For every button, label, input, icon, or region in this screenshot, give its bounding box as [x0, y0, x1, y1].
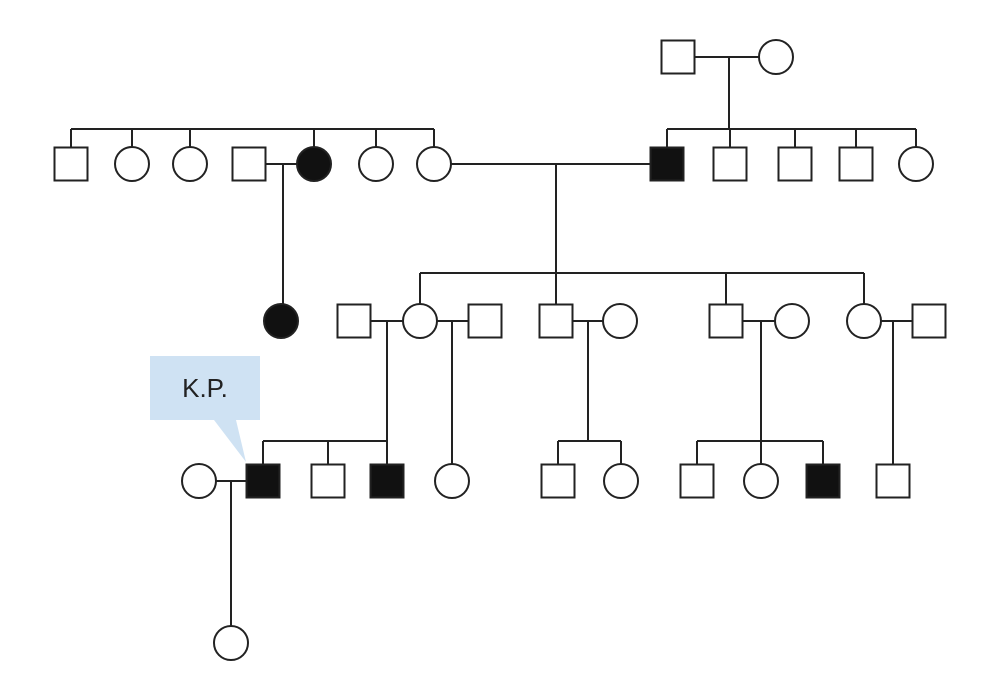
- female-unaffected-symbol: [602, 303, 638, 339]
- male-affected-symbol: [805, 463, 841, 499]
- male-unaffected-symbol: [53, 146, 89, 182]
- female-unaffected-symbol: [898, 146, 934, 182]
- pedigree-lines: [70, 56, 917, 626]
- male-unaffected-symbol: [712, 146, 748, 182]
- female-unaffected-symbol: [213, 625, 249, 661]
- female-unaffected-symbol: [172, 146, 208, 182]
- proband-label: K.P.: [182, 373, 228, 403]
- callout-bubble: [150, 356, 260, 462]
- male-unaffected-symbol: [231, 146, 267, 182]
- male-unaffected-symbol: [911, 303, 947, 339]
- male-unaffected-symbol: [679, 463, 715, 499]
- female-unaffected-symbol: [358, 146, 394, 182]
- male-unaffected-symbol: [336, 303, 372, 339]
- male-unaffected-symbol: [875, 463, 911, 499]
- male-unaffected-symbol: [467, 303, 503, 339]
- male-unaffected-symbol: [538, 303, 574, 339]
- female-unaffected-symbol: [402, 303, 438, 339]
- female-unaffected-symbol: [743, 463, 779, 499]
- male-unaffected-symbol: [708, 303, 744, 339]
- female-unaffected-symbol: [774, 303, 810, 339]
- female-unaffected-symbol: [758, 39, 794, 75]
- female-unaffected-symbol: [434, 463, 470, 499]
- female-affected-symbol: [263, 303, 299, 339]
- male-affected-symbol: [649, 146, 685, 182]
- female-unaffected-symbol: [846, 303, 882, 339]
- male-unaffected-symbol: [540, 463, 576, 499]
- female-unaffected-symbol: [603, 463, 639, 499]
- female-unaffected-symbol: [181, 463, 217, 499]
- male-unaffected-symbol: [777, 146, 813, 182]
- female-unaffected-symbol: [416, 146, 452, 182]
- male-unaffected-symbol: [838, 146, 874, 182]
- male-unaffected-symbol: [660, 39, 696, 75]
- male-affected-symbol: [369, 463, 405, 499]
- female-affected-symbol: [296, 146, 332, 182]
- female-unaffected-symbol: [114, 146, 150, 182]
- proband-symbol: [245, 463, 281, 499]
- male-unaffected-symbol: [310, 463, 346, 499]
- pedigree-symbols: [53, 39, 947, 661]
